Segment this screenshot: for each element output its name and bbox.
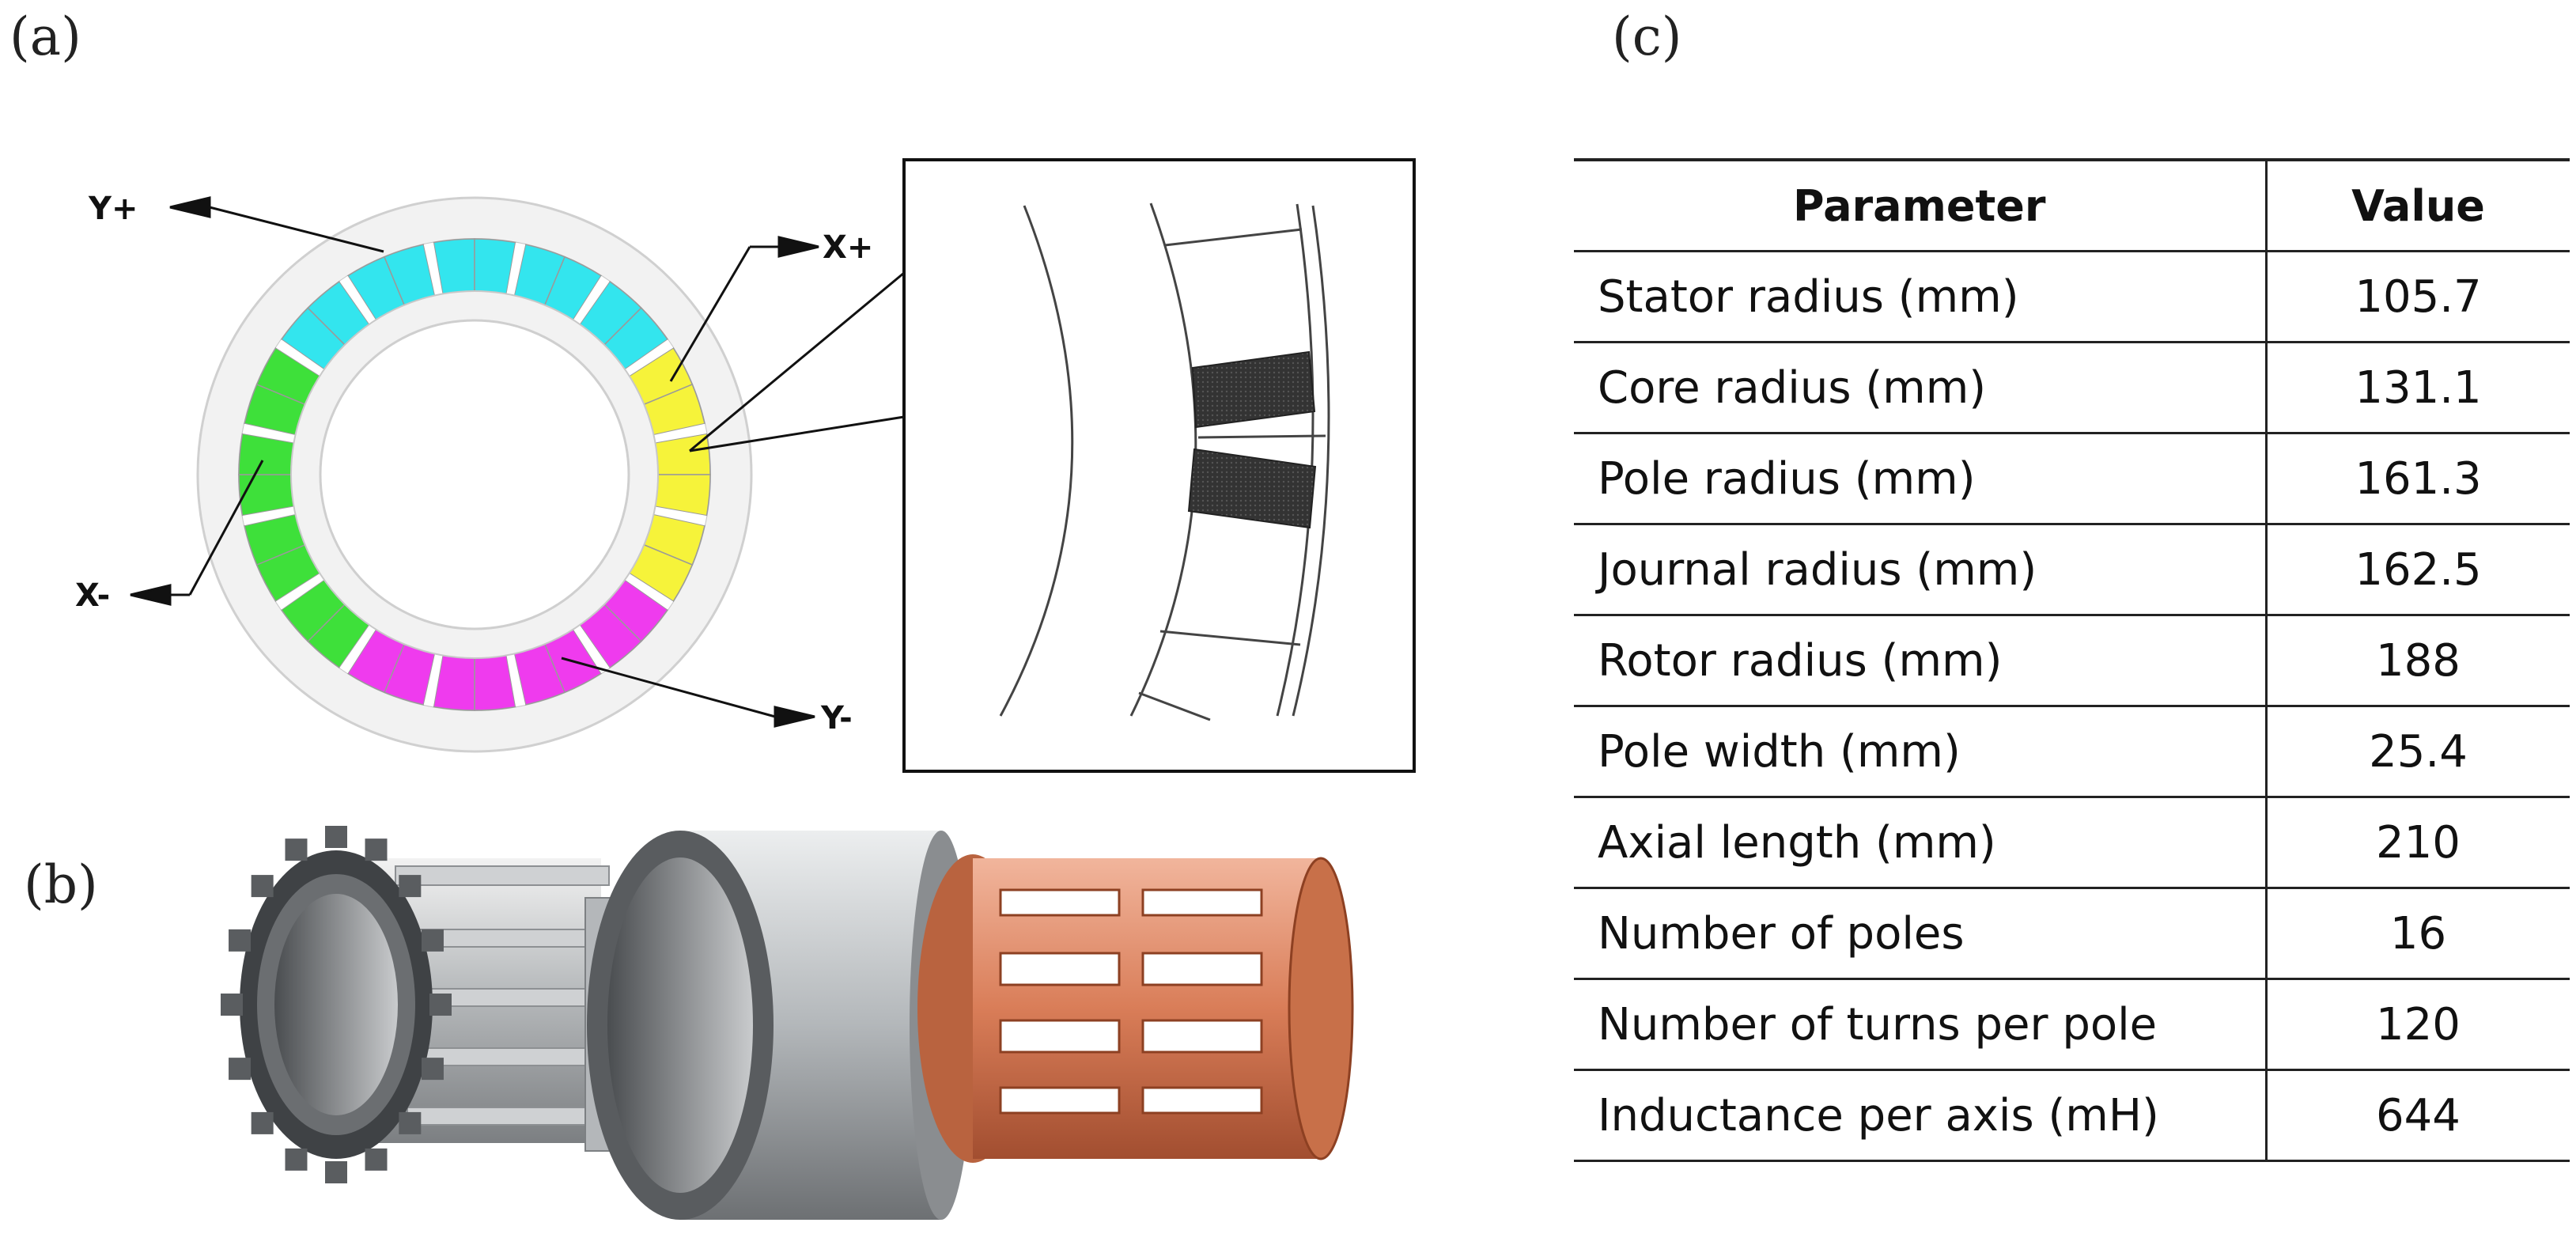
gear-tooth xyxy=(285,838,308,861)
zoom-lines xyxy=(689,271,905,452)
gear-tooth xyxy=(421,1058,444,1081)
gear-tooth xyxy=(285,1148,308,1171)
param-cell: Inductance per axis (mH) xyxy=(1574,1069,2266,1162)
gear-tooth xyxy=(365,1148,388,1171)
panel-label-c: (c) xyxy=(1612,6,1682,67)
value-cell: 16 xyxy=(2264,887,2570,979)
stator-ring xyxy=(196,196,753,753)
gear-tooth xyxy=(229,929,252,952)
gear-tooth xyxy=(251,1111,274,1134)
cage-window xyxy=(1141,1086,1263,1115)
param-cell: Stator radius (mm) xyxy=(1574,250,2266,343)
pole-gap xyxy=(275,573,324,610)
pole-gap xyxy=(242,423,296,443)
pole-gap xyxy=(506,242,526,296)
gear-tooth xyxy=(229,1058,252,1081)
zoom-inset xyxy=(902,158,1416,773)
cage-window xyxy=(999,952,1121,986)
param-cell: Number of poles xyxy=(1574,887,2266,979)
table-row: Core radius (mm)131.1 xyxy=(1574,341,2570,433)
gear-tooth xyxy=(399,875,422,898)
value-cell: 162.5 xyxy=(2264,523,2570,615)
cage-window xyxy=(999,1086,1121,1115)
table-row: Axial length (mm)210 xyxy=(1574,796,2570,888)
y-minus-label: Y- xyxy=(820,700,853,736)
gear-tooth xyxy=(325,826,347,848)
pole-gap xyxy=(625,573,674,610)
param-cell: Number of turns per pole xyxy=(1574,978,2266,1070)
value-cell: 105.7 xyxy=(2264,250,2570,343)
gear-tooth xyxy=(365,838,388,861)
stator-core-3d xyxy=(221,826,622,1183)
gear-tooth xyxy=(421,929,444,952)
stator-cross-section-figure: Y+ X+ X- Y- xyxy=(75,158,1416,773)
value-cell: 188 xyxy=(2264,614,2570,706)
param-cell: Journal radius (mm) xyxy=(1574,523,2266,615)
pole-gap xyxy=(573,275,610,324)
param-cell: Pole width (mm) xyxy=(1574,705,2266,797)
value-cell: 210 xyxy=(2264,796,2570,888)
table-row: Journal radius (mm)162.5 xyxy=(1574,523,2570,615)
panel-label-a: (a) xyxy=(9,6,81,67)
table-header-row: Parameter Value xyxy=(1574,158,2570,252)
value-cell: 161.3 xyxy=(2264,432,2570,524)
value-cell: 131.1 xyxy=(2264,341,2570,433)
header-value: Value xyxy=(2264,158,2570,252)
value-cell: 25.4 xyxy=(2264,705,2570,797)
param-cell: Pole radius (mm) xyxy=(1574,432,2266,524)
gear-tooth xyxy=(251,875,274,898)
table-row: Stator radius (mm)105.7 xyxy=(1574,250,2570,343)
pole-gap xyxy=(423,653,443,707)
cage-window xyxy=(1141,952,1263,986)
x-minus-arrow xyxy=(130,584,172,606)
table-row: Rotor radius (mm)188 xyxy=(1574,614,2570,706)
pole-gap xyxy=(653,423,707,443)
pole-gap xyxy=(242,506,296,526)
coil-upper xyxy=(1191,350,1316,429)
value-cell: 120 xyxy=(2264,978,2570,1070)
table-row: Pole radius (mm)161.3 xyxy=(1574,432,2570,524)
y-plus-label: Y+ xyxy=(88,191,138,227)
pole-gap xyxy=(573,625,610,674)
panel-label-b: (b) xyxy=(24,854,98,915)
gear-tooth xyxy=(221,994,243,1016)
journal-sleeve-3d xyxy=(587,831,973,1220)
cage-window xyxy=(999,888,1121,917)
axis-leaders xyxy=(130,196,819,728)
pole-gap xyxy=(625,339,674,377)
x-plus-label: X+ xyxy=(823,229,873,266)
cage-window xyxy=(1141,888,1263,917)
x-plus-arrow xyxy=(777,236,819,258)
pole-gap xyxy=(423,242,443,296)
pole-gap xyxy=(653,506,707,526)
pole-gap xyxy=(339,275,376,324)
header-parameter: Parameter xyxy=(1574,158,2266,252)
table-row: Inductance per axis (mH)644 xyxy=(1574,1069,2570,1162)
param-cell: Core radius (mm) xyxy=(1574,341,2266,433)
pole-gap xyxy=(339,625,376,674)
cage-window xyxy=(999,1019,1121,1054)
coil-lower xyxy=(1187,448,1317,529)
parameter-table: Parameter Value Stator radius (mm)105.7 … xyxy=(1574,158,2570,1162)
y-plus-arrow xyxy=(169,196,211,218)
param-cell: Axial length (mm) xyxy=(1574,796,2266,888)
pole-gap xyxy=(275,339,324,377)
table-row: Pole width (mm)25.4 xyxy=(1574,705,2570,797)
pole-gap xyxy=(506,653,526,707)
gear-tooth xyxy=(325,1161,347,1183)
winding-cage-3d xyxy=(917,854,1354,1163)
gear-tooth xyxy=(399,1111,422,1134)
x-minus-label: X- xyxy=(75,577,110,614)
exploded-3d-view-figure xyxy=(221,826,1354,1220)
cage-window xyxy=(1141,1019,1263,1054)
param-cell: Rotor radius (mm) xyxy=(1574,614,2266,706)
value-cell: 644 xyxy=(2264,1069,2570,1162)
y-minus-arrow xyxy=(774,706,815,728)
gear-tooth xyxy=(429,994,452,1016)
